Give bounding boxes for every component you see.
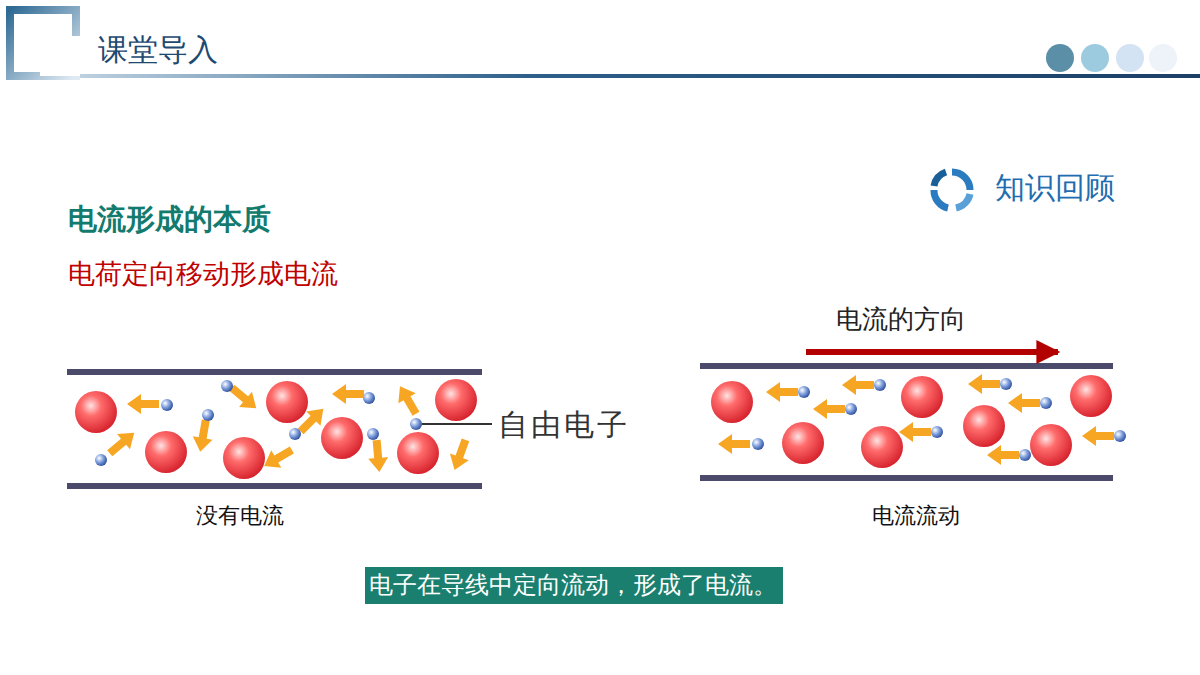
header-rule [80, 74, 1200, 78]
caption-text: 电子在导线中定向流动，形成了电流。 [369, 571, 779, 600]
subheading: 电荷定向移动形成电流 [68, 258, 338, 290]
header-dot [1149, 44, 1177, 72]
header-frame-mask [40, 36, 88, 76]
slide-title: 课堂导入 [98, 32, 218, 68]
current-direction-arrow [806, 349, 1058, 355]
leader-line [422, 423, 492, 425]
arrow-label: 电流的方向 [836, 304, 966, 335]
wire-current-flowing [700, 363, 1126, 481]
review-icon [934, 172, 970, 208]
heading: 电流形成的本质 [68, 202, 271, 237]
callout-label: 自由电子 [498, 407, 630, 443]
header-dot [1081, 44, 1109, 72]
section-badge: 知识回顾 [995, 170, 1115, 206]
header-dot [1046, 44, 1074, 72]
wire-no-current [67, 369, 482, 489]
figure-label: 没有电流 [196, 503, 284, 529]
header-dot [1116, 44, 1144, 72]
caption-box: 电子在导线中定向流动，形成了电流。 [365, 567, 783, 604]
figure-label: 电流流动 [872, 503, 960, 529]
